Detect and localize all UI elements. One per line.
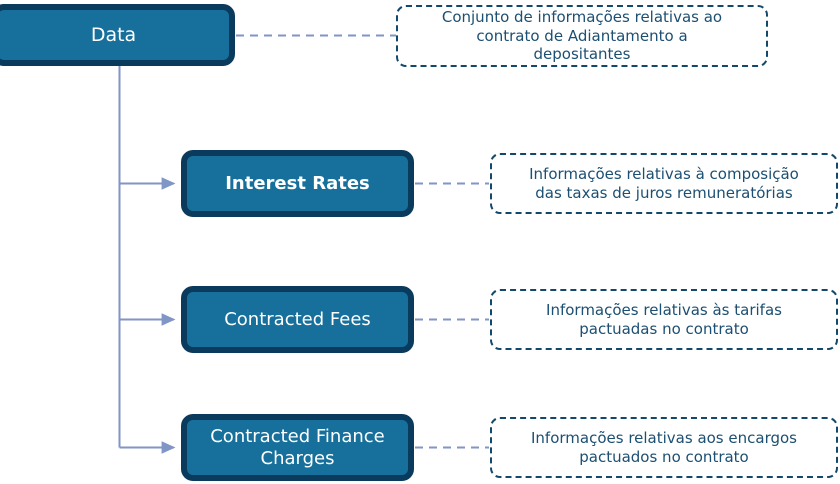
node-contracted-finance-charges[interactable]: Contracted Finance Charges: [181, 414, 414, 481]
node-data[interactable]: Data: [0, 4, 235, 66]
annotation-data-label: Conjunto de informações relativas ao con…: [441, 7, 723, 64]
annotation-contracted-finance-charges: Informações relativas aos encargos pactu…: [490, 417, 838, 478]
node-data-label: Data: [90, 23, 137, 46]
node-interest-rates-label: Interest Rates: [225, 172, 370, 194]
node-contracted-fees[interactable]: Contracted Fees: [181, 286, 414, 353]
annotation-contracted-fees-label: Informações relativas às tarifas pactuad…: [546, 300, 782, 338]
annotation-contracted-fees: Informações relativas às tarifas pactuad…: [490, 289, 838, 350]
node-contracted-fees-label: Contracted Fees: [224, 308, 371, 330]
annotation-data: Conjunto de informações relativas ao con…: [396, 5, 768, 67]
node-interest-rates[interactable]: Interest Rates: [181, 150, 414, 217]
node-contracted-finance-charges-label: Contracted Finance Charges: [210, 425, 385, 469]
annotation-contracted-finance-charges-label: Informações relativas aos encargos pactu…: [530, 428, 797, 466]
annotation-interest-rates: Informações relativas à composição das t…: [490, 153, 838, 214]
annotation-interest-rates-label: Informações relativas à composição das t…: [529, 164, 799, 202]
